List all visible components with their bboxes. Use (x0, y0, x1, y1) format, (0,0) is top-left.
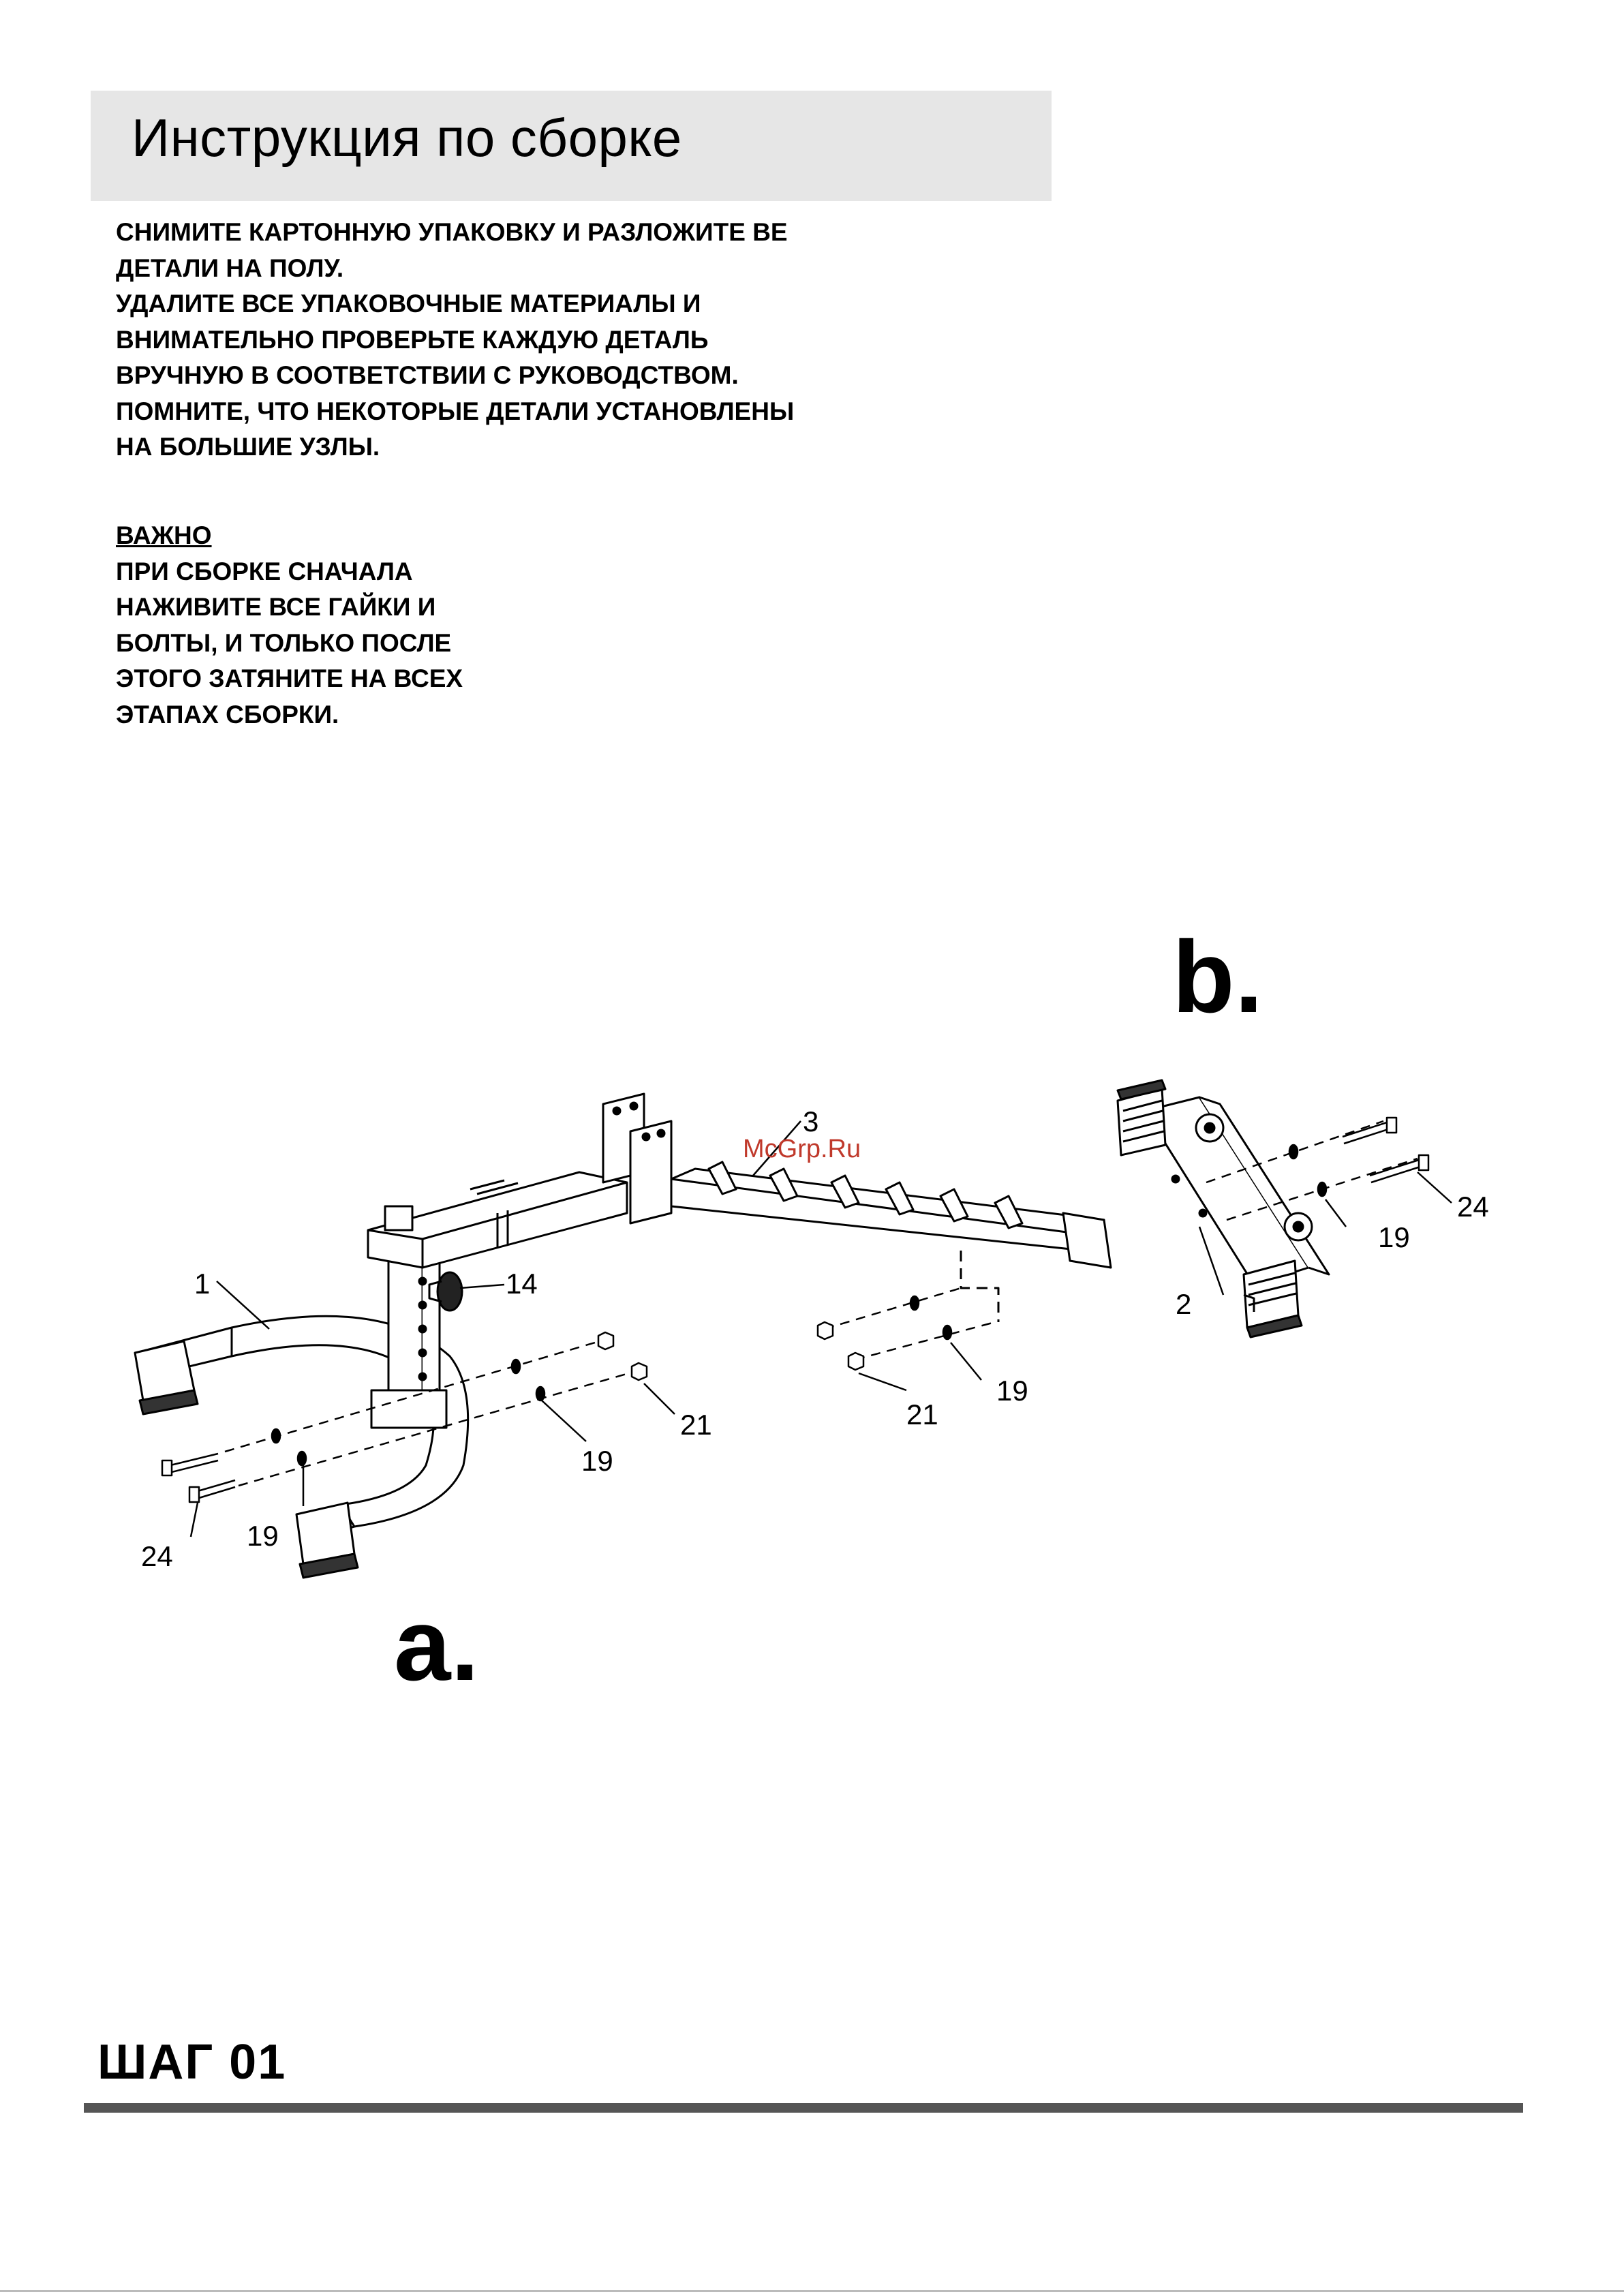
assembly-diagram: b. a. McGrp.Ru 1 3 2 14 19 24 19 21 21 1… (134, 919, 1489, 1702)
part-label-21-mid: 21 (906, 1398, 938, 1430)
upright-drawing (370, 1236, 463, 1429)
hardware-drawing (161, 1116, 1430, 1503)
part-label-2: 2 (1176, 1288, 1191, 1320)
part-label-24-right: 24 (1457, 1191, 1489, 1223)
rear-leg-drawing (1116, 1079, 1330, 1338)
part-label-19-left-lower: 19 (247, 1520, 279, 1552)
leader-lines (189, 1120, 1452, 1537)
part-label-21-left: 21 (680, 1409, 712, 1441)
page-bottom-edge (0, 2290, 1624, 2292)
intro-line: ВРУЧНУЮ В СООТВЕТСТВИИ С РУКОВОДСТВОМ. (116, 361, 739, 389)
intro-line: ВНИМАТЕЛЬНО ПРОВЕРЬТЕ КАЖДУЮ ДЕТАЛЬ (116, 325, 709, 354)
step-divider (84, 2103, 1523, 2113)
intro-line: ДЕТАЛИ НА ПОЛУ. (116, 254, 344, 282)
important-line: ЭТАПАХ СБОРКИ. (116, 700, 339, 729)
important-heading: ВАЖНО (116, 521, 212, 549)
intro-line: НА БОЛЬШИЕ УЗЛЫ. (116, 433, 380, 461)
part-label-19-left-upper: 19 (581, 1445, 613, 1477)
section-a-label: a. (394, 1587, 479, 1702)
important-line: ПРИ СБОРКЕ СНАЧАЛА (116, 557, 413, 585)
part-label-14: 14 (506, 1268, 538, 1300)
base-frame-drawing (134, 1315, 470, 1579)
intro-line: ПОМНИТЕ, ЧТО НЕКОТОРЫЕ ДЕТАЛИ УСТАНОВЛЕН… (116, 397, 795, 425)
important-line: БОЛТЫ, И ТОЛЬКО ПОСЛЕ (116, 628, 452, 657)
important-line: НАЖИВИТЕ ВСЕ ГАЙКИ И (116, 593, 436, 621)
section-b-label: b. (1172, 919, 1263, 1034)
step-label: ШАГ 01 (97, 2035, 287, 2090)
intro-line: СНИМИТЕ КАРТОННУЮ УПАКОВКУ И РАЗЛОЖИТЕ В… (116, 218, 788, 246)
intro-text: СНИМИТЕ КАРТОННУЮ УПАКОВКУ И РАЗЛОЖИТЕ В… (116, 215, 1002, 465)
important-line: ЭТОГО ЗАТЯНИТЕ НА ВСЕХ (116, 664, 463, 692)
part-label-24-left: 24 (141, 1540, 173, 1572)
watermark: McGrp.Ru (743, 1135, 861, 1163)
part-label-19-right: 19 (1378, 1221, 1410, 1253)
intro-line: УДАЛИТЕ ВСЕ УПАКОВОЧНЫЕ МАТЕРИАЛЫ И (116, 290, 701, 318)
part-label-19-mid: 19 (996, 1375, 1028, 1407)
part-label-3: 3 (803, 1105, 818, 1137)
important-note: ВАЖНО ПРИ СБОРКЕ СНАЧАЛА НАЖИВИТЕ ВСЕ ГА… (116, 518, 729, 733)
main-beam-drawing (670, 1161, 1112, 1322)
page-title: Инструкция по сборке (132, 108, 682, 168)
title-bar: Инструкция по сборке (91, 91, 1052, 201)
top-frame-drawing (367, 1092, 673, 1269)
part-label-1: 1 (194, 1268, 210, 1300)
